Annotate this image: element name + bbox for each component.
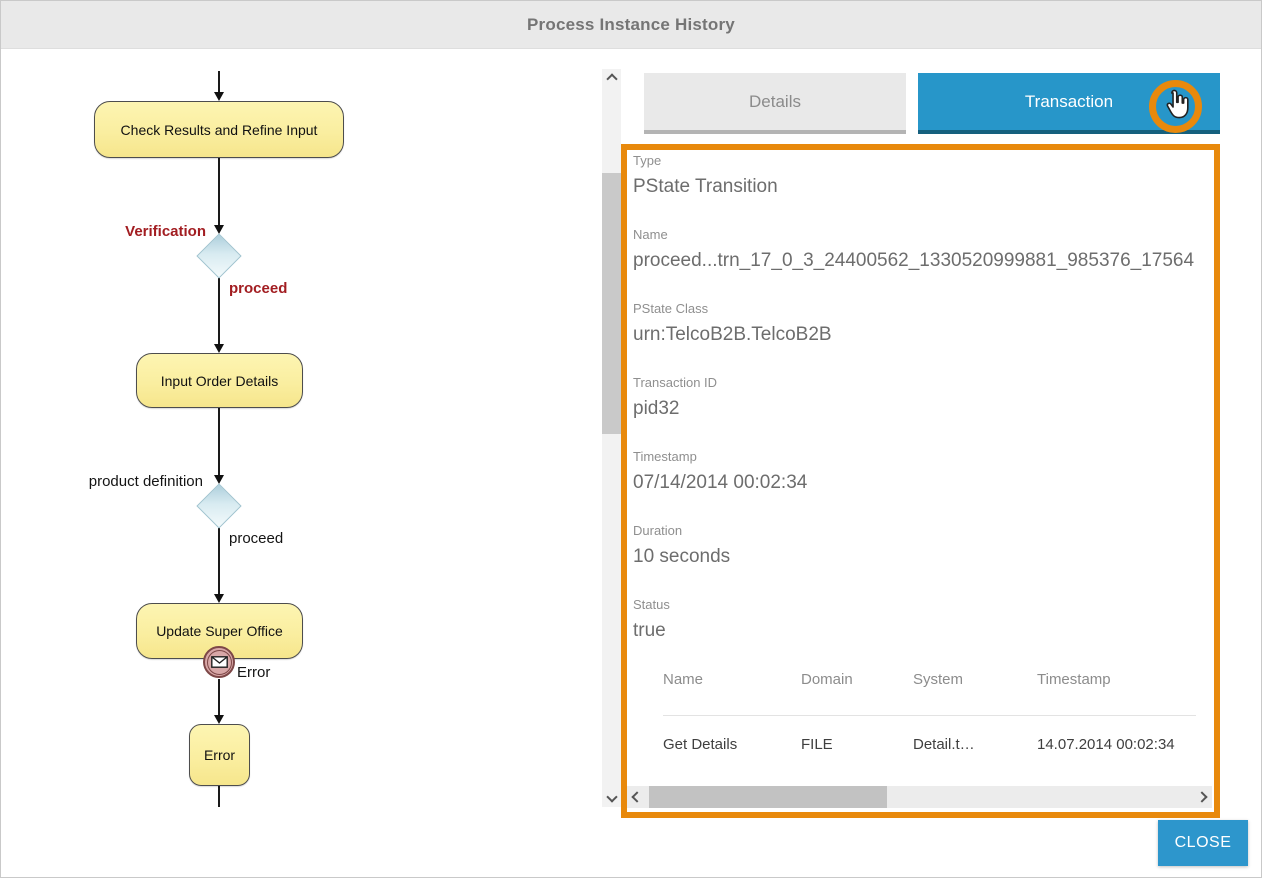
column-header: Name: [663, 671, 801, 716]
transaction-detail-panel: Type PState Transition Name proceed...tr…: [621, 144, 1220, 818]
arrowhead-icon: [214, 92, 224, 101]
table-cell[interactable]: Detail.t…: [913, 736, 975, 753]
scroll-left-button[interactable]: [627, 786, 647, 808]
flow-edge: [218, 278, 220, 345]
flow-node-check-results[interactable]: Check Results and Refine Input: [94, 101, 344, 158]
edge-label-boundary-error: Error: [237, 664, 271, 681]
field-value: 10 seconds: [633, 546, 731, 567]
flow-edge: [218, 408, 220, 476]
column-header: Domain: [801, 671, 913, 716]
flow-node-input-order-details[interactable]: Input Order Details: [136, 353, 303, 408]
close-button[interactable]: CLOSE: [1158, 820, 1248, 866]
field-type: Type PState Transition: [633, 153, 1204, 200]
tab-transaction-label: Transaction: [1024, 91, 1114, 111]
field-label: Type: [633, 153, 662, 168]
vertical-scrollbar[interactable]: [602, 69, 621, 807]
click-highlight-ring: [1149, 80, 1202, 133]
transaction-table: Name Domain System Timestamp Get Details…: [663, 671, 1196, 753]
envelope-icon: [206, 649, 232, 675]
dialog-header: Process Instance History: [1, 1, 1261, 49]
field-transaction-id: Transaction ID pid32: [633, 375, 1204, 422]
arrowhead-icon: [214, 475, 224, 484]
gateway-product-definition[interactable]: [196, 483, 242, 529]
scroll-up-button[interactable]: [602, 69, 621, 89]
flow-node-label: Update Super Office: [156, 623, 283, 639]
boundary-message-event[interactable]: [203, 646, 235, 678]
chevron-right-icon: [1196, 791, 1208, 803]
table-cell[interactable]: 14.07.2014 00:02:34: [1037, 736, 1175, 753]
flow-edge: [218, 71, 220, 93]
column-header: System: [913, 671, 1037, 716]
hand-pointer-icon: [1161, 89, 1191, 121]
arrowhead-icon: [214, 225, 224, 234]
field-status: Status true: [633, 597, 1204, 644]
field-label: Transaction ID: [633, 375, 718, 390]
chevron-up-icon: [605, 73, 618, 85]
flow-node-label: Error: [203, 747, 236, 763]
transaction-detail-content: Type PState Transition Name proceed...tr…: [627, 150, 1214, 812]
flow-edge: [218, 679, 220, 716]
field-value: PState Transition: [633, 176, 778, 197]
field-value: urn:TelcoB2B.TelcoB2B: [633, 324, 832, 345]
scroll-right-button[interactable]: [1192, 786, 1212, 808]
field-label: Status: [633, 597, 670, 612]
edge-label-product-definition: product definition: [88, 473, 203, 490]
arrowhead-icon: [214, 594, 224, 603]
field-value: 07/14/2014 00:02:34: [633, 472, 808, 493]
horizontal-scrollbar[interactable]: [627, 786, 1212, 808]
table-cell[interactable]: Get Details: [663, 736, 738, 753]
tab-details-label: Details: [749, 91, 801, 111]
flow-node-label: Check Results and Refine Input: [120, 121, 318, 138]
flow-node-label: Input Order Details: [160, 372, 279, 389]
column-header: Timestamp: [1037, 671, 1196, 716]
field-value: proceed...trn_17_0_3_24400562_1330520999…: [633, 250, 1195, 271]
field-timestamp: Timestamp 07/14/2014 00:02:34: [633, 449, 1204, 496]
field-name: Name proceed...trn_17_0_3_24400562_13305…: [633, 227, 1204, 274]
flow-edge: [218, 786, 220, 807]
flow-edge: [218, 528, 220, 595]
field-label: Name: [633, 227, 668, 242]
arrowhead-icon: [214, 344, 224, 353]
edge-label-verification: Verification: [125, 223, 206, 240]
field-duration: Duration 10 seconds: [633, 523, 1204, 570]
flow-node-error[interactable]: Error: [189, 724, 250, 786]
field-value: pid32: [633, 398, 680, 419]
horizontal-scrollbar-thumb[interactable]: [649, 786, 887, 808]
gateway-verification[interactable]: [196, 233, 242, 279]
tab-details[interactable]: Details: [644, 73, 906, 134]
edge-label-proceed: proceed: [229, 530, 284, 547]
edge-label-proceed: proceed: [229, 280, 288, 297]
chevron-down-icon: [605, 791, 618, 803]
flow-edge: [218, 158, 220, 226]
arrowhead-icon: [214, 715, 224, 724]
scroll-down-button[interactable]: [602, 787, 621, 807]
vertical-scrollbar-thumb[interactable]: [602, 173, 621, 434]
field-pstate-class: PState Class urn:TelcoB2B.TelcoB2B: [633, 301, 1204, 348]
table-cell[interactable]: FILE: [801, 736, 833, 753]
page-title: Process Instance History: [527, 14, 735, 34]
field-value: true: [633, 620, 666, 641]
chevron-left-icon: [631, 791, 643, 803]
field-label: PState Class: [633, 301, 709, 316]
field-label: Duration: [633, 523, 683, 538]
field-label: Timestamp: [633, 449, 697, 464]
